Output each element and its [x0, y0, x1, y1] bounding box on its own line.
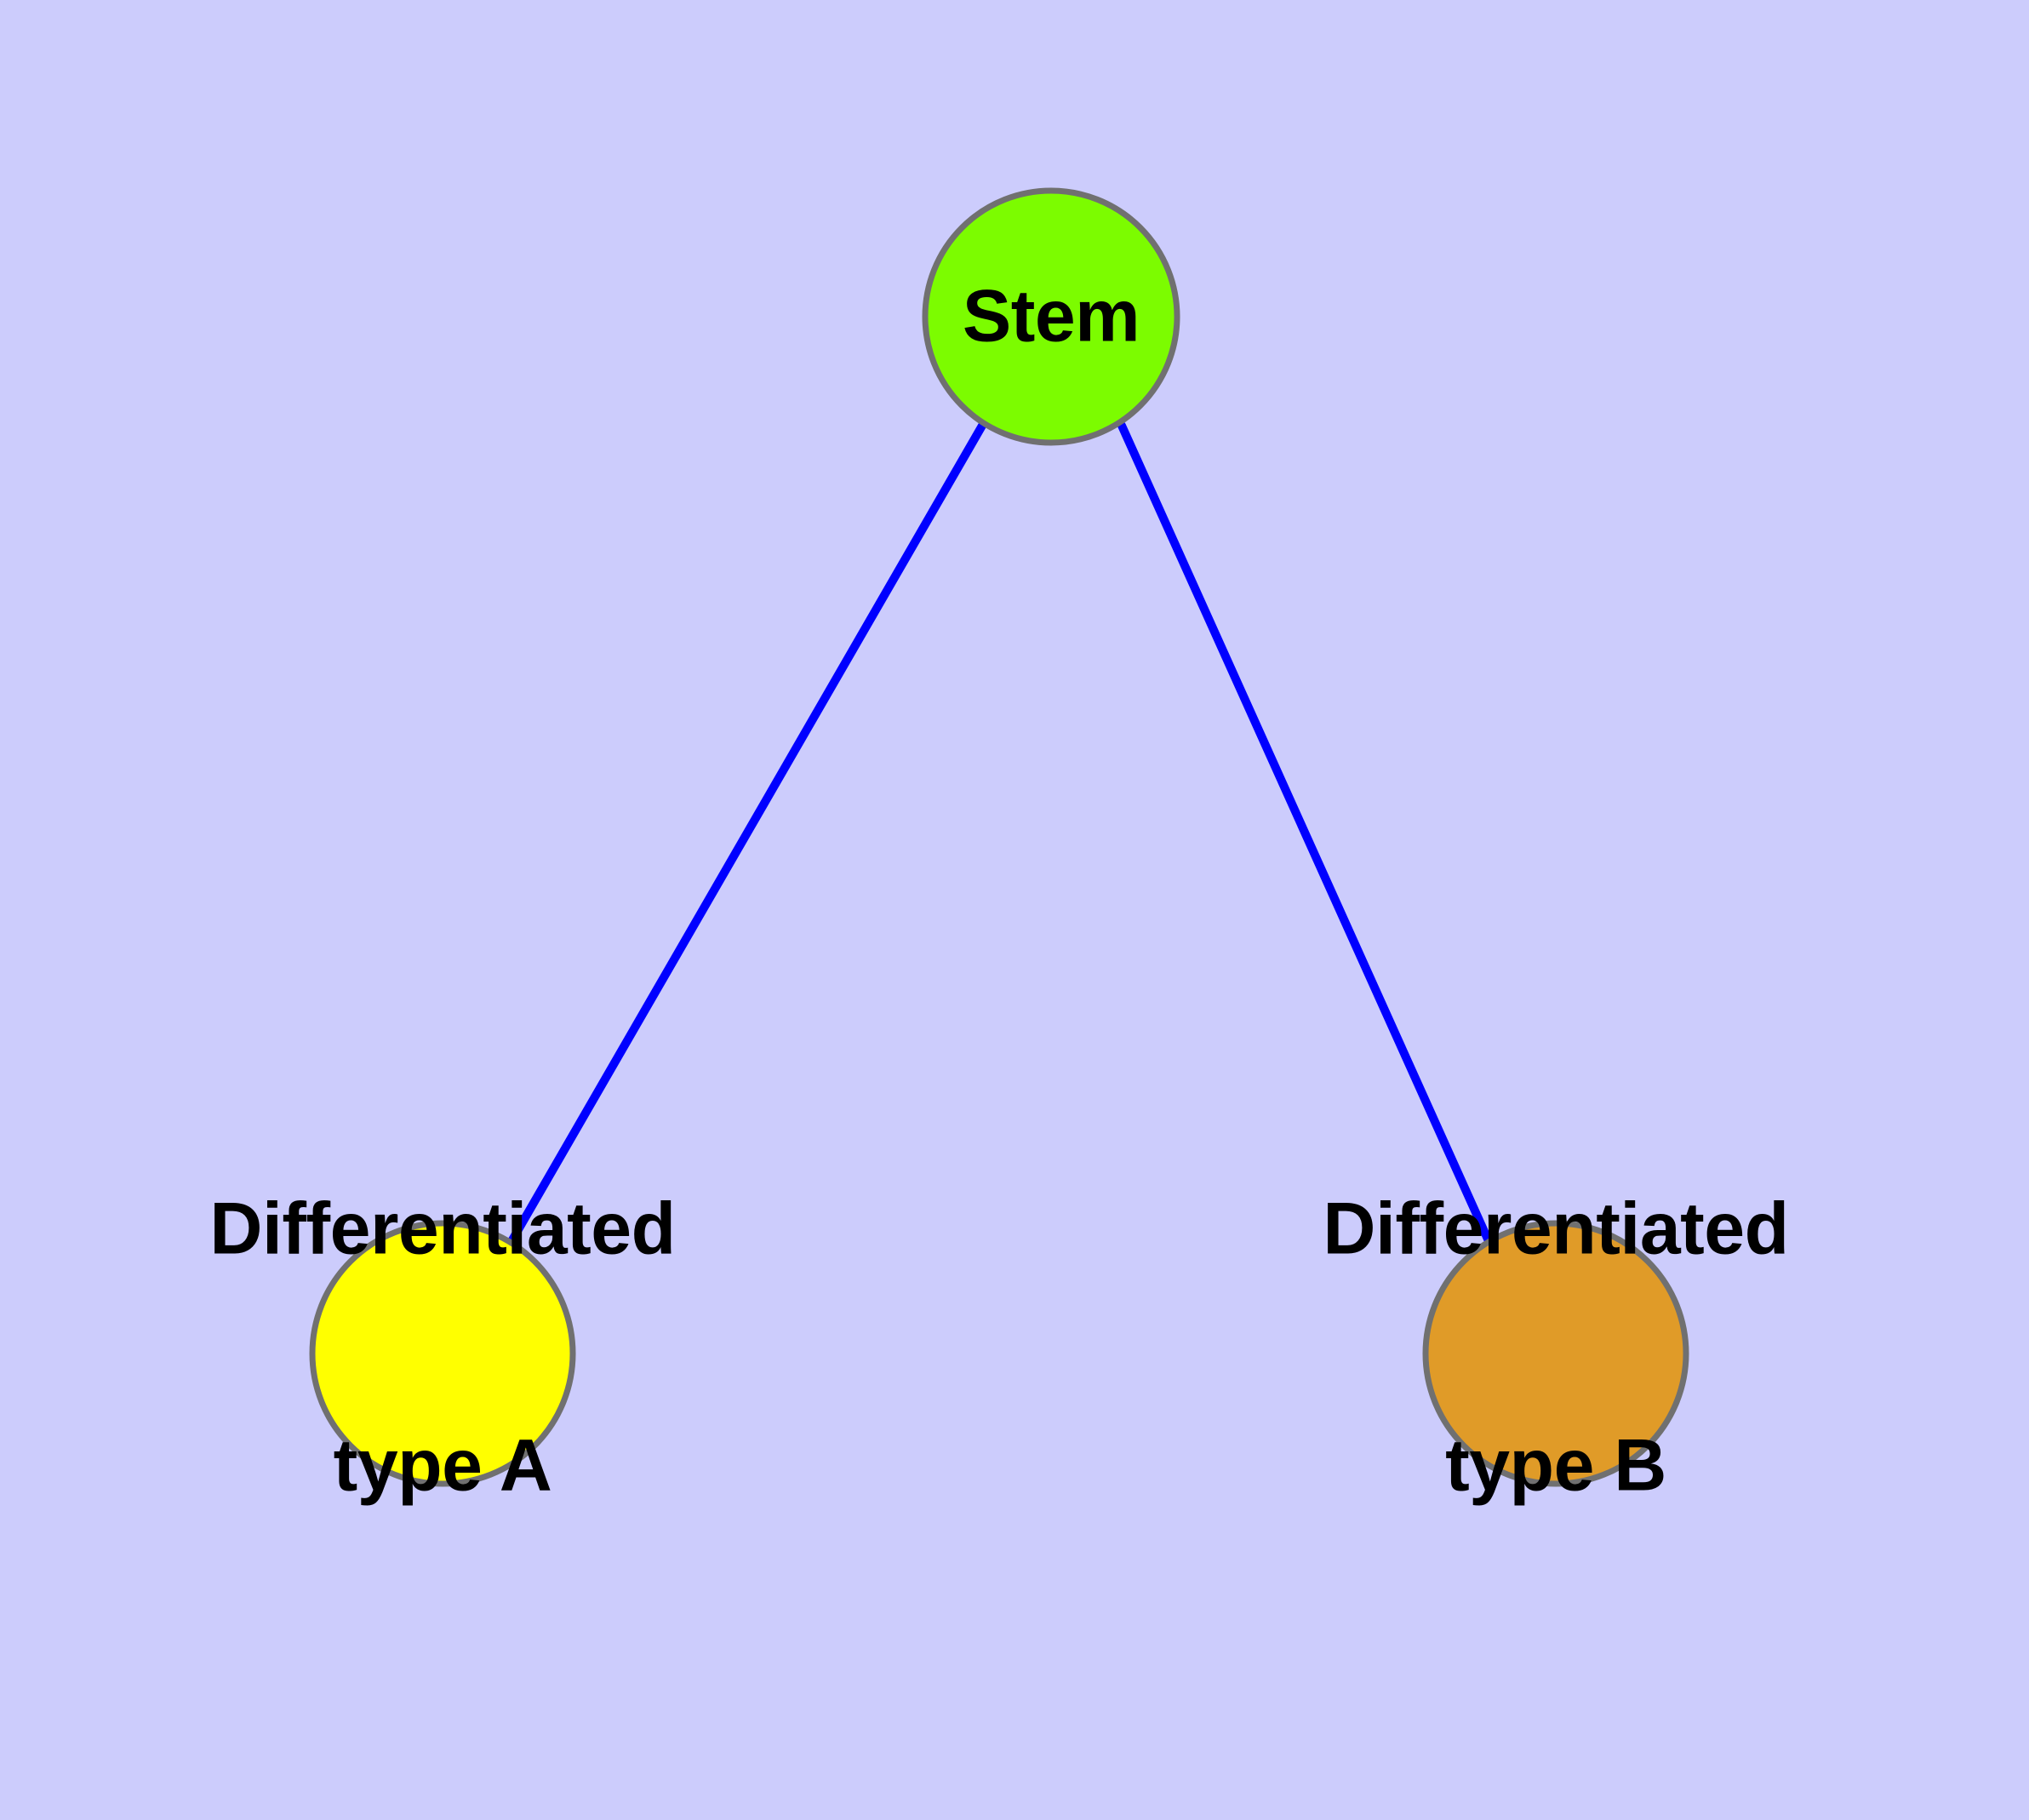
edge-layer — [506, 421, 1494, 1247]
node-differentiated-type-a[interactable] — [309, 1220, 576, 1487]
edge-stem-to-diff-a — [506, 421, 986, 1247]
edge-stem-to-diff-b — [1117, 421, 1494, 1247]
node-layer — [309, 187, 1689, 1487]
node-differentiated-type-b[interactable] — [1422, 1220, 1689, 1487]
node-stem[interactable] — [922, 187, 1180, 446]
